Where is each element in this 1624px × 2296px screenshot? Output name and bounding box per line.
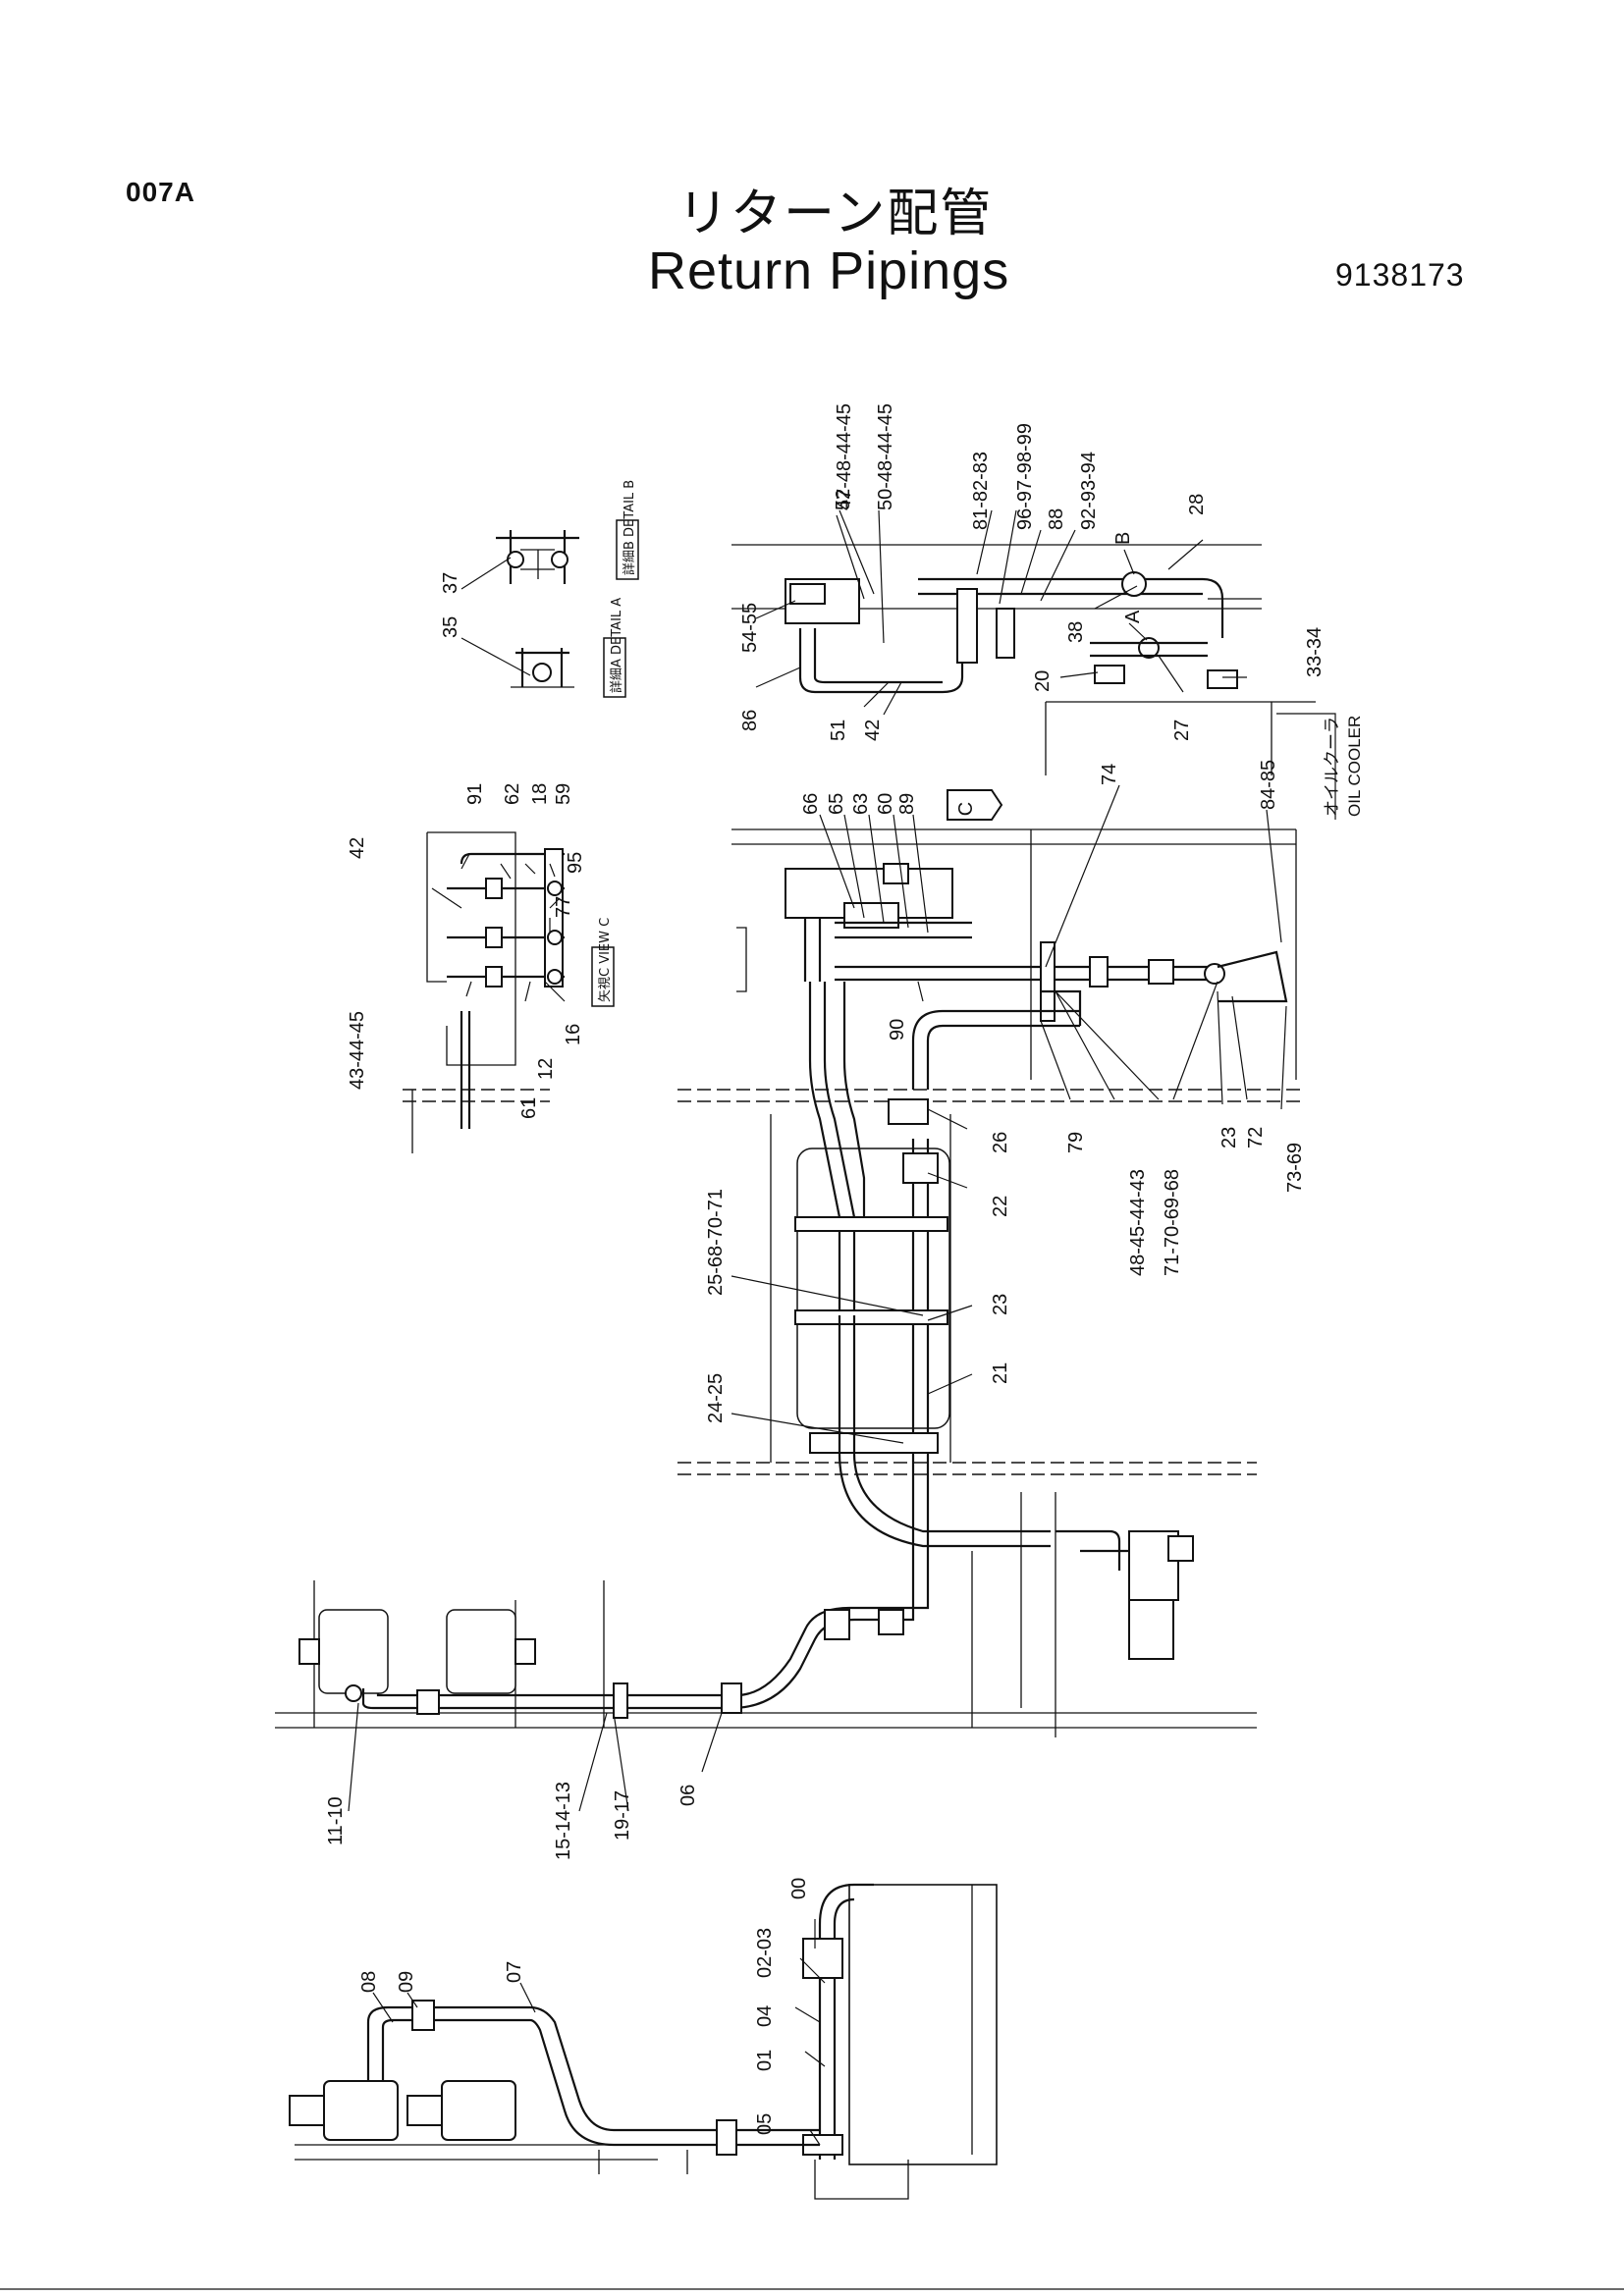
callout-37: 37 [440, 572, 461, 594]
callout-33-34: 33-34 [1304, 627, 1326, 677]
callout-35: 35 [440, 616, 461, 638]
callout-71-70-69-68: 71-70-69-68 [1162, 1169, 1183, 1276]
callout-79: 79 [1065, 1132, 1087, 1153]
page-code: 007A [126, 177, 195, 207]
callout-08: 08 [358, 1971, 380, 1993]
callout-95: 95 [565, 852, 586, 874]
side-valve-group [971, 1492, 1194, 1737]
callout-11-10: 11-10 [325, 1796, 347, 1845]
callout-06: 06 [677, 1785, 699, 1806]
callout-43-44-45: 43-44-45 [347, 1011, 368, 1090]
callout-25-68-70-71: 25-68-70-71 [705, 1189, 727, 1296]
oil-cooler-note: オイルクーラ OIL COOLER [1276, 713, 1364, 820]
callout-28: 28 [1186, 494, 1208, 515]
svg-text:詳細A DETAIL A: 詳細A DETAIL A [609, 598, 624, 693]
top-assembly [731, 544, 1316, 775]
callout-73-69: 73-69 [1284, 1143, 1306, 1193]
callout-52: 52 [833, 489, 854, 510]
callout-89: 89 [896, 793, 918, 815]
callout-50-48-44-45: 50-48-44-45 [875, 403, 896, 510]
callout-84-85: 84-85 [1258, 760, 1279, 810]
callout-20: 20 [1032, 670, 1054, 692]
callout-63: 63 [850, 793, 872, 815]
callout-23-mid: 23 [990, 1294, 1011, 1315]
svg-text:C: C [955, 802, 977, 816]
detail-a-sketch [460, 637, 574, 688]
callout-92-93-94: 92-93-94 [1078, 452, 1100, 530]
callout-65: 65 [826, 793, 847, 815]
callout-60: 60 [875, 793, 896, 815]
callout-21: 21 [990, 1362, 1011, 1384]
detail-b-sketch [460, 530, 579, 590]
callout-48-45-44-43: 48-45-44-43 [1127, 1169, 1149, 1276]
callout-26: 26 [990, 1132, 1011, 1153]
svg-text:オイルクーラ: オイルクーラ [1323, 717, 1341, 817]
callout-07: 07 [504, 1961, 525, 1983]
title-japanese: リターン配管 [677, 185, 994, 243]
leader-lines [348, 509, 1287, 2146]
callout-42-top: 42 [862, 720, 884, 741]
callout-a: A [1122, 610, 1144, 623]
callout-86: 86 [739, 710, 761, 731]
view-c-sketch [403, 831, 565, 1153]
callout-54-55: 54-55 [739, 603, 761, 653]
callout-01: 01 [754, 2050, 776, 2071]
callout-23-right: 23 [1218, 1127, 1240, 1148]
svg-text:矢視C VIEW C: 矢視C VIEW C [598, 918, 613, 1002]
callout-12: 12 [535, 1058, 557, 1080]
callout-15-14-13: 15-14-13 [553, 1782, 574, 1860]
callout-19-17: 19-17 [612, 1790, 633, 1841]
tank-assembly [802, 1883, 998, 2200]
callout-72: 72 [1245, 1127, 1267, 1148]
view-c-marker: C [947, 789, 1003, 821]
callout-96-97-98-99: 96-97-98-99 [1014, 423, 1036, 530]
callout-77: 77 [553, 896, 574, 918]
svg-text:詳細B DETAIL B: 詳細B DETAIL B [622, 480, 637, 575]
callout-16: 16 [563, 1024, 584, 1045]
callout-66: 66 [800, 793, 822, 815]
callout-51: 51 [828, 720, 849, 741]
callout-62: 62 [502, 783, 523, 805]
callout-02-03: 02-03 [754, 1928, 776, 1978]
callout-09: 09 [396, 1971, 417, 1993]
callout-04: 04 [754, 2005, 776, 2027]
callout-90: 90 [887, 1019, 908, 1041]
return-line [275, 1561, 1257, 1729]
title-english: Return Pipings [648, 241, 1010, 300]
detail-a-label: 詳細A DETAIL A [603, 598, 626, 698]
callout-05: 05 [754, 2113, 776, 2135]
callout-38: 38 [1065, 621, 1087, 643]
callout-labels: 47-48-44-45 50-48-44-45 52 54-55 86 51 4… [325, 403, 1326, 2135]
drawing-number: 9138173 [1335, 257, 1465, 293]
view-c-label: 矢視C VIEW C [591, 918, 615, 1007]
callout-42-viewc: 42 [347, 837, 368, 859]
callout-61: 61 [518, 1097, 540, 1119]
callout-22: 22 [990, 1196, 1011, 1217]
callout-81-82-83: 81-82-83 [970, 452, 992, 530]
callout-59: 59 [553, 783, 574, 805]
callout-91: 91 [464, 783, 486, 805]
middle-assembly [677, 828, 1306, 1561]
callout-18: 18 [529, 783, 551, 805]
svg-text:OIL COOLER: OIL COOLER [1345, 716, 1364, 817]
detail-b-label: 詳細B DETAIL B [616, 480, 639, 580]
pump-assembly [289, 2000, 820, 2174]
callout-27: 27 [1171, 720, 1193, 741]
callout-24-25: 24-25 [705, 1373, 727, 1423]
callout-00: 00 [788, 1878, 810, 1899]
callout-b: B [1112, 532, 1134, 545]
callout-47-48-44-45: 47-48-44-45 [834, 403, 855, 510]
callout-88: 88 [1046, 508, 1067, 530]
callout-74: 74 [1099, 764, 1120, 785]
